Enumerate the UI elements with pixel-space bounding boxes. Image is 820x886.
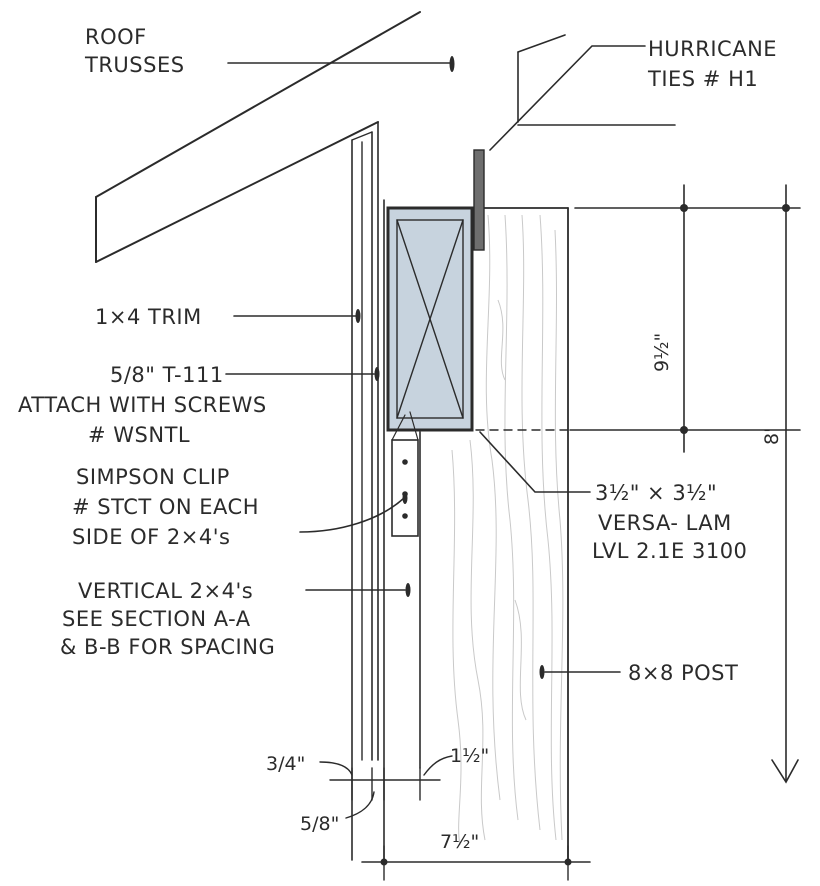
hurricane-ties-label-line2: TIES # H1	[647, 67, 758, 91]
roof-trusses-label-line2: TRUSSES	[84, 53, 185, 77]
labels: ROOF TRUSSES HURRICANE TIES # H1 1×4 TRI…	[18, 25, 777, 685]
vertical-2x4-label-line2: SEE SECTION A-A	[62, 607, 251, 631]
versa-lam-label-line1: 3½" × 3½"	[595, 481, 717, 505]
hurricane-ties-label-line1: HURRICANE	[648, 37, 777, 61]
total-height-dimension: 8'	[761, 428, 783, 445]
stud-thickness-dimension: 1½"	[450, 745, 489, 767]
post-grain	[451, 214, 564, 846]
vertical-2x4-label-line3: & B-B FOR SPACING	[60, 635, 275, 659]
versa-lam-label-line2: VERSA- LAM	[598, 511, 732, 535]
beam-height-dimension: 9½"	[651, 333, 673, 372]
versa-lam-beam	[386, 206, 474, 432]
roof-trusses-label-line1: ROOF	[85, 25, 147, 49]
vertical-2x4-label-line1: VERTICAL 2×4's	[78, 579, 253, 603]
horizontal-dimensions	[329, 767, 591, 881]
t111-label-line1: 5/8" T-111	[110, 363, 224, 387]
simpson-clip-label-line2: # STCT ON EACH	[72, 495, 259, 519]
vertical-dimensions	[475, 184, 801, 784]
simpson-clip-label-line3: SIDE OF 2×4's	[72, 525, 230, 549]
roof-truss	[95, 11, 676, 263]
versa-lam-label-line3: LVL 2.1E 3100	[592, 539, 747, 563]
dimension-labels: 9½" 8' 3/4" 5/8" 1½" 7½"	[266, 333, 783, 853]
leader-lines	[225, 45, 646, 819]
siding-thickness-dimension: 5/8"	[300, 813, 339, 835]
trim-label: 1×4 TRIM	[95, 305, 202, 329]
t111-label-line3: # WSNTL	[88, 423, 190, 447]
post-8x8	[419, 207, 569, 863]
simpson-clip-label-line1: SIMPSON CLIP	[76, 465, 230, 489]
hurricane-tie	[473, 149, 485, 251]
post-width-dimension: 7½"	[440, 831, 479, 853]
t111-label-line2: ATTACH WITH SCREWS	[18, 393, 267, 417]
post-label: 8×8 POST	[628, 661, 738, 685]
wall-layers	[351, 121, 385, 863]
trim-thickness-dimension: 3/4"	[266, 753, 305, 775]
